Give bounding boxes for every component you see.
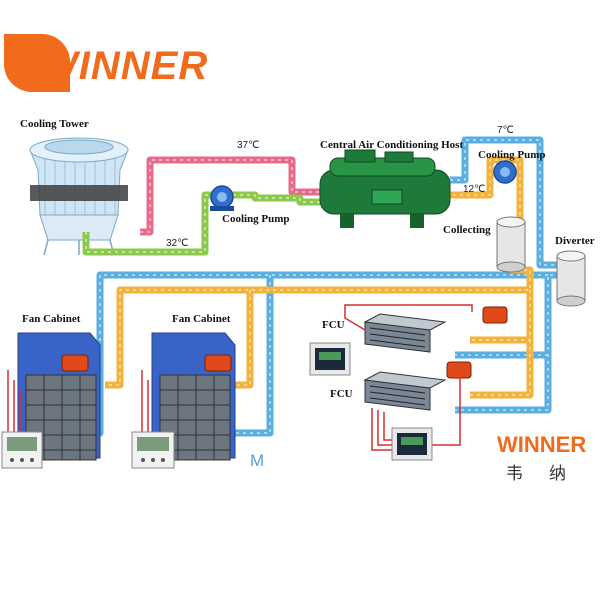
temp-chilled-return: 12℃ xyxy=(463,184,486,195)
temp-cool-supply: 32℃ xyxy=(166,238,189,249)
fcu-2 xyxy=(363,361,472,451)
winner-logo: WINNER xyxy=(0,14,207,92)
central-ac-host xyxy=(319,149,451,228)
collecting-tank xyxy=(496,216,526,273)
fan-cabinet-1-label: Fan Cabinet xyxy=(22,313,81,325)
fcu-thermostat-1 xyxy=(309,342,351,376)
cooling-pump-right xyxy=(493,160,517,184)
chilled-supply-pipe xyxy=(82,136,560,437)
fan-cabinet-1 xyxy=(7,332,101,461)
logo-badge xyxy=(4,34,70,92)
cooling-pump-left-label: Cooling Pump xyxy=(222,213,290,225)
cooling-pump-left xyxy=(210,185,234,211)
winner-brand-chinese: 韦纳 xyxy=(506,464,592,484)
thermostat-1 xyxy=(1,431,43,469)
m-mark: M xyxy=(250,451,265,470)
hot-water-pipe xyxy=(140,156,320,236)
cool-water-pipe xyxy=(82,191,320,256)
winner-brand-bottom: WINNER xyxy=(497,432,587,457)
fcu-thermostat-2 xyxy=(391,427,433,461)
fcu-1 xyxy=(344,304,508,353)
central-host-label: Central Air Conditioning Host xyxy=(320,139,464,151)
cooling-tower-label: Cooling Tower xyxy=(20,118,89,130)
logo-text: WINNER xyxy=(40,44,209,88)
fcu-2-label: FCU xyxy=(330,388,353,400)
cooling-pump-right-label: Cooling Pump xyxy=(478,149,546,161)
collecting-label: Collecting xyxy=(443,224,491,236)
diverter-tank xyxy=(556,250,586,307)
thermostat-2 xyxy=(131,431,175,469)
temp-chilled-supply: 7℃ xyxy=(497,125,514,136)
temp-hot-return: 37℃ xyxy=(237,140,260,151)
cooling-tower xyxy=(29,137,129,256)
fcu-1-label: FCU xyxy=(322,319,345,331)
fan-cabinet-2-label: Fan Cabinet xyxy=(172,313,231,325)
diverter-label: Diverter xyxy=(555,235,595,247)
